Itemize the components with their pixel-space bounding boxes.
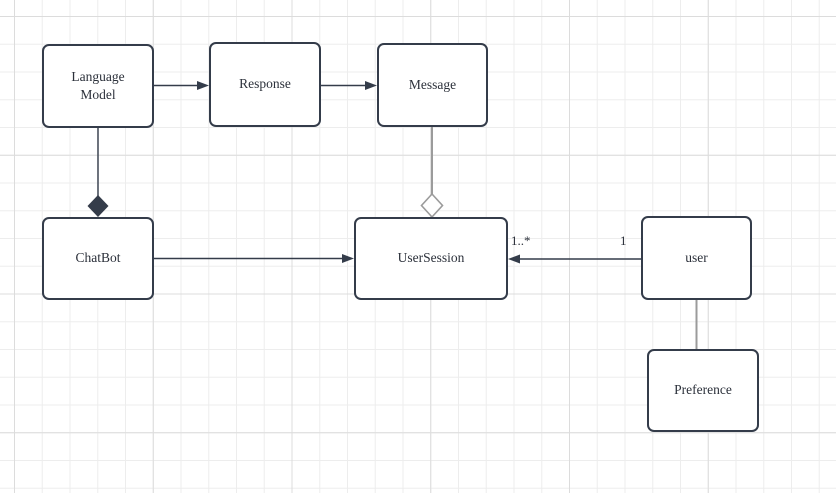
node-user[interactable]: user	[641, 216, 752, 300]
node-usersession-label: UserSession	[397, 250, 465, 266]
node-usersession[interactable]: UserSession	[354, 217, 508, 300]
node-message[interactable]: Message	[377, 43, 488, 127]
node-message-label: Message	[408, 76, 457, 92]
edge-label-user-multiplicity[interactable]: 1	[620, 233, 627, 248]
edge-chatbot-to-usersession[interactable]	[154, 254, 354, 263]
node-chatbot-label: ChatBot	[75, 250, 121, 266]
edge-message-to-usersession[interactable]	[420, 127, 444, 219]
edge-language-model-to-response[interactable]	[154, 81, 209, 90]
arrowhead-icon	[508, 254, 520, 264]
edge-label-usersession-multiplicity[interactable]: 1..*	[511, 233, 531, 248]
edge-language-model-to-chatbot[interactable]	[87, 128, 109, 217]
node-language-model[interactable]: Language Model	[42, 44, 154, 128]
arrowhead-icon	[342, 254, 354, 263]
composition-diamond-icon	[87, 195, 109, 217]
edge-response-to-message[interactable]	[321, 81, 377, 90]
node-language-model-label: Language Model	[71, 68, 125, 102]
node-response-label: Response	[239, 76, 291, 92]
edge-user-to-usersession[interactable]	[508, 254, 641, 264]
aggregation-diamond-icon	[420, 192, 444, 219]
node-user-label: user	[685, 249, 708, 265]
node-preference[interactable]: Preference	[647, 349, 759, 432]
node-chatbot[interactable]: ChatBot	[42, 217, 154, 300]
node-preference-label: Preference	[674, 382, 732, 398]
arrowhead-icon	[197, 81, 209, 90]
node-response[interactable]: Response	[209, 42, 321, 127]
arrowhead-icon	[365, 81, 377, 90]
